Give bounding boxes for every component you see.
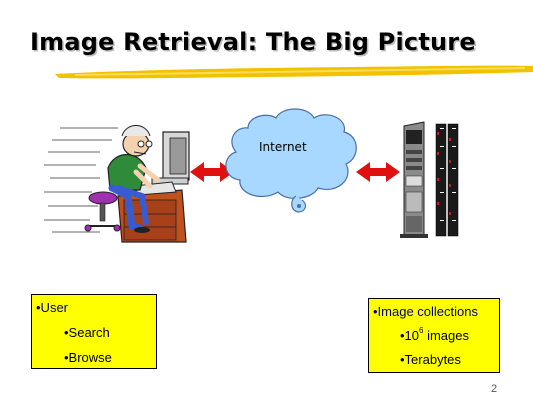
image-count-suffix: images (423, 328, 469, 343)
image-count-exponent: 6 (419, 326, 424, 335)
image-collections-box: •Image collections •106 images •Terabyte… (368, 298, 500, 373)
image-count-prefix: •10 (400, 328, 420, 343)
user-box-heading: •User (36, 300, 68, 315)
user-box: •User •Search •Browse (31, 294, 157, 369)
image-collections-heading: •Image collections (373, 304, 478, 319)
user-box-item-browse: •Browse (64, 350, 112, 365)
double-arrow-icon (190, 162, 234, 182)
double-arrow-icon (356, 162, 400, 182)
internet-cloud-icon (225, 108, 357, 213)
slide-title: Image Retrieval: The Big Picture (30, 28, 476, 56)
page-number: 2 (491, 383, 498, 395)
image-collections-item-terabytes: •Terabytes (400, 352, 461, 367)
user-box-item-search: •Search (64, 325, 110, 340)
internet-label: Internet (259, 140, 307, 154)
storage-tapes-clipart (435, 123, 459, 237)
user-at-computer-clipart (44, 125, 190, 243)
image-collections-item-count: •106 images (400, 326, 469, 343)
server-rack-clipart (400, 121, 428, 238)
title-underline-brush-stroke (55, 65, 533, 79)
